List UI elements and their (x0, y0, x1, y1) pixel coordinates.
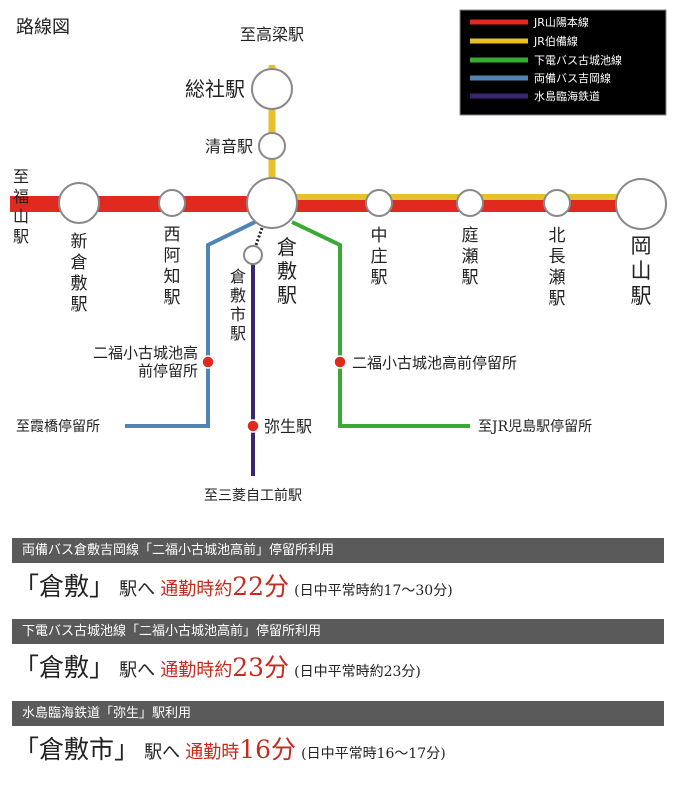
station-labels: 至高梁駅 総社駅 清音駅 至福山駅 新倉敷駅 西阿知駅 倉敷駅 倉敷市駅 中庄駅… (13, 25, 652, 504)
label-to-jr-kojima: 至JR児島駅停留所 (478, 418, 592, 435)
label-shinkurashiki: 新倉敷駅 (71, 232, 88, 315)
to-station: 駅へ (119, 579, 156, 600)
label-to-kasumibashi: 至霞橋停留所 (16, 418, 100, 435)
legend-label-jr-hakubi: JR伯備線 (533, 34, 578, 48)
station-marker-nakasho (365, 189, 393, 217)
route-info-ryobi: 「倉敷」 駅へ 通勤時約22分 (日中平常時約17〜30分) (14, 567, 453, 603)
stop-marker-right (333, 355, 347, 369)
commute-label: 通勤時約 (160, 660, 233, 681)
station-marker-shinkurashiki (58, 182, 100, 224)
label-to-takahashi: 至高梁駅 (240, 25, 304, 44)
label-stop-right: 二福小古城池高前停留所 (352, 354, 517, 372)
label-to-fukuyama: 至福山駅 (13, 167, 29, 246)
commute-value: 23分 (232, 653, 290, 682)
commute-label: 通勤時約 (160, 579, 233, 600)
station-marker-kiyone (258, 132, 286, 160)
stop-marker-left (201, 355, 215, 369)
route-header-ryobi: 両備バス倉敷吉岡線「二福小古城池高前」停留所利用 (12, 538, 664, 563)
label-stop-left: 二福小古城池高前停留所 (93, 344, 198, 380)
legend: JR山陽本線 JR伯備線 下電バス古城池線 両備バス吉岡線 水島臨海鉄道 (459, 9, 667, 116)
label-kitanagase: 北長瀬駅 (549, 226, 566, 309)
label-yayoi: 弥生駅 (264, 417, 312, 436)
daytime-note: (日中平常時16〜17分) (301, 746, 446, 762)
destination: 「倉敷」 (14, 572, 115, 601)
station-marker-okayama (615, 178, 667, 230)
route-info-shimoden: 「倉敷」 駅へ 通勤時約23分 (日中平常時約23分) (14, 648, 421, 684)
route-map: 路線図 JR山陽本線 JR伯備線 下電バス古城池線 両備バス吉岡線 水島臨海鉄道 (10, 9, 667, 504)
commute-label: 通勤時 (185, 742, 240, 763)
commute-value: 22分 (232, 572, 290, 601)
route-header-shimoden: 下電バス古城池線「二福小古城池高前」停留所利用 (12, 619, 664, 644)
route-info-mizushima: 「倉敷市」 駅へ 通勤時16分 (日中平常時16〜17分) (14, 730, 446, 766)
walk-connector (253, 227, 264, 249)
station-marker-niwase (456, 189, 484, 217)
line-ryobi-bus (125, 220, 256, 428)
to-station: 駅へ (119, 660, 156, 681)
label-nakasho: 中庄駅 (371, 226, 388, 288)
daytime-note: (日中平常時約17〜30分) (294, 583, 453, 599)
label-nishiachi: 西阿知駅 (164, 225, 181, 308)
station-marker-kurashikishi (243, 245, 263, 265)
legend-label-mizushima-rinkai: 水島臨海鉄道 (534, 89, 600, 103)
label-niwase: 庭瀬駅 (462, 226, 479, 288)
route-header-mizushima: 水島臨海鉄道「弥生」駅利用 (12, 701, 664, 726)
destination: 「倉敷」 (14, 653, 115, 682)
map-title: 路線図 (16, 17, 70, 38)
label-to-mitsubishi: 至三菱自工前駅 (204, 487, 302, 504)
label-soja: 総社駅 (185, 77, 245, 101)
route-lines (10, 65, 642, 476)
legend-label-shimoden-bus: 下電バス古城池線 (534, 53, 622, 67)
to-station: 駅へ (144, 742, 181, 763)
daytime-note: (日中平常時約23分) (294, 664, 421, 680)
legend-label-jr-sanyo: JR山陽本線 (533, 15, 589, 29)
label-okayama: 岡山駅 (631, 234, 652, 308)
station-marker-kitanagase (543, 189, 571, 217)
label-kiyone: 清音駅 (205, 137, 253, 156)
commute-value: 16分 (239, 735, 297, 764)
station-marker-kurashiki (246, 177, 298, 229)
destination: 「倉敷市」 (14, 735, 140, 764)
label-kurashiki: 倉敷駅 (277, 235, 297, 307)
label-kurashikishi: 倉敷市駅 (230, 267, 246, 343)
station-marker-yayoi (246, 419, 260, 433)
station-marker-nishiachi (158, 189, 186, 217)
line-shimoden-bus (291, 220, 470, 428)
station-marker-soja (251, 68, 293, 110)
station-markers (58, 68, 667, 433)
legend-label-ryobi-bus: 両備バス吉岡線 (534, 71, 611, 85)
